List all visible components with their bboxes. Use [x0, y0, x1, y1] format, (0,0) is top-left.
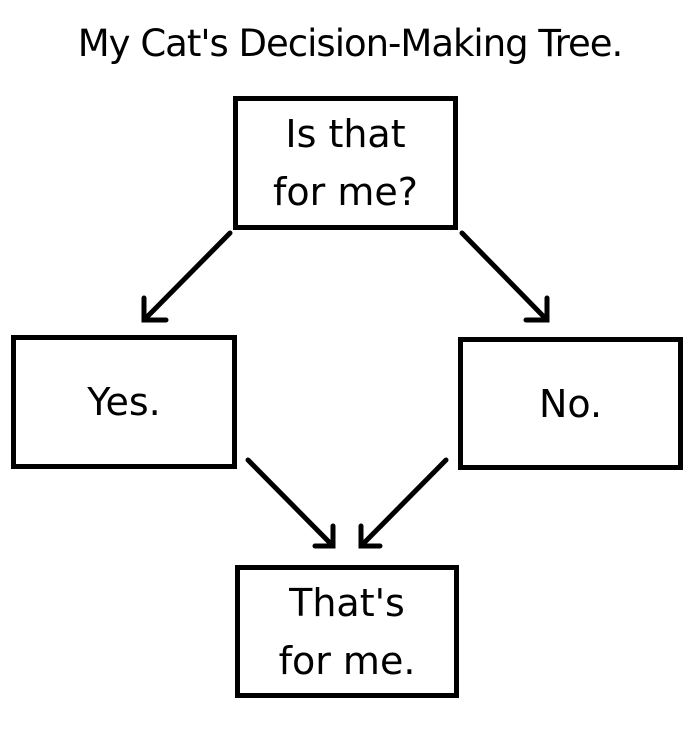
node-no-label: No. — [538, 381, 603, 426]
node-no: No. — [458, 337, 683, 470]
arrow-question-to-yes — [141, 230, 233, 323]
node-question-label: Is that for me? — [273, 112, 418, 214]
node-result-label: That's for me. — [278, 580, 416, 683]
arrow-question-to-no — [459, 230, 550, 323]
arrow-no-to-result — [358, 457, 449, 549]
arrow-yes-to-result — [245, 457, 336, 549]
node-yes: Yes. — [11, 335, 237, 469]
node-yes-label: Yes. — [87, 380, 161, 424]
diagram-title: My Cat's Decision-Making Tree. — [77, 22, 624, 65]
node-result: That's for me. — [235, 565, 459, 698]
node-question: Is that for me? — [233, 96, 458, 230]
